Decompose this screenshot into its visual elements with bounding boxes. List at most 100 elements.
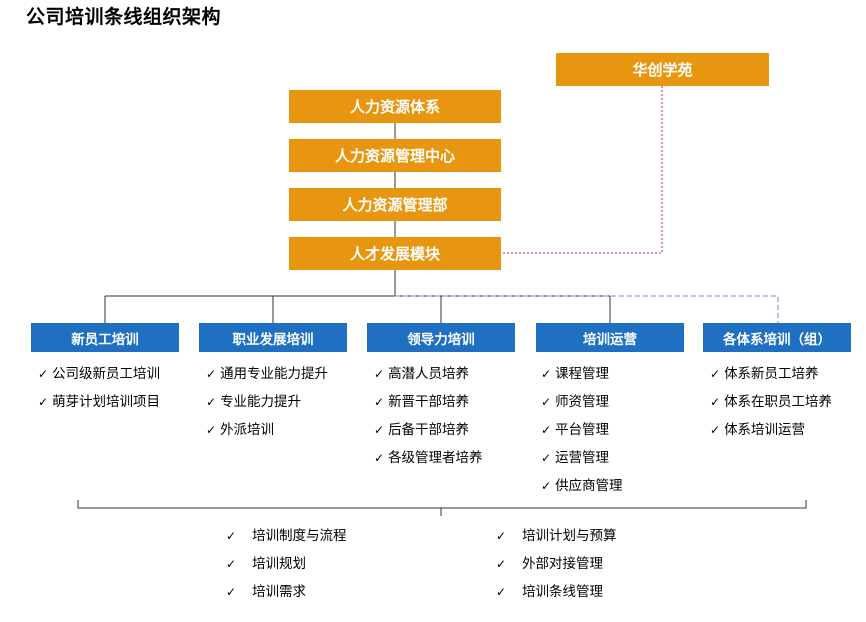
list-item: ✓师资管理	[541, 388, 623, 416]
item-text: 萌芽计划培训项目	[52, 394, 161, 410]
list-item: ✓供应商管理	[541, 472, 623, 500]
check-icon: ✓	[541, 479, 552, 493]
list-item: ✓体系在职员工培养	[710, 388, 832, 416]
check-icon: ✓	[374, 451, 385, 465]
item-text: 外部对接管理	[522, 556, 604, 572]
item-text: 各级管理者培养	[388, 450, 483, 466]
check-icon: ✓	[226, 585, 237, 599]
list-item: ✓外派培训	[206, 416, 328, 444]
list-item: ✓课程管理	[541, 360, 623, 388]
check-icon: ✓	[496, 585, 507, 599]
item-text: 公司级新员工培训	[52, 366, 161, 382]
item-text: 高潜人员培养	[388, 366, 470, 382]
check-icon: ✓	[226, 529, 237, 543]
module-item-list: ✓通用专业能力提升 ✓专业能力提升 ✓外派培训	[206, 360, 328, 444]
hierarchy-label: 人力资源体系	[349, 98, 440, 116]
side-box: 华创学苑	[556, 53, 769, 86]
module-label: 领导力培训	[407, 331, 475, 348]
item-text: 课程管理	[555, 366, 610, 382]
check-icon: ✓	[541, 395, 552, 409]
hierarchy-box: 人力资源体系	[289, 90, 501, 123]
list-item: ✓专业能力提升	[206, 388, 328, 416]
common-list-left: ✓ 培训制度与流程 ✓ 培训规划 ✓ 培训需求	[226, 522, 347, 606]
check-icon: ✓	[496, 557, 507, 571]
item-text: 通用专业能力提升	[220, 366, 329, 382]
check-icon: ✓	[374, 395, 385, 409]
module-item-list: ✓高潜人员培养 ✓新晋干部培养 ✓后备干部培养 ✓各级管理者培养	[374, 360, 483, 472]
module-box: 各体系培训（组）	[703, 323, 851, 352]
list-item: ✓ 培训条线管理	[496, 578, 617, 606]
dashed-link	[395, 295, 779, 323]
item-text: 专业能力提升	[220, 394, 302, 410]
list-item: ✓运营管理	[541, 444, 623, 472]
list-item: ✓公司级新员工培训	[38, 360, 160, 388]
check-icon: ✓	[206, 367, 217, 381]
check-icon: ✓	[710, 395, 721, 409]
item-text: 体系在职员工培养	[724, 394, 833, 410]
list-item: ✓ 培训需求	[226, 578, 347, 606]
item-text: 平台管理	[555, 422, 610, 438]
list-item: ✓通用专业能力提升	[206, 360, 328, 388]
item-text: 体系新员工培养	[724, 366, 819, 382]
dotted-link	[501, 86, 663, 254]
check-icon: ✓	[38, 367, 49, 381]
module-label: 培训运营	[583, 331, 637, 348]
hierarchy-label: 人才发展模块	[349, 245, 440, 263]
module-label: 各体系培训（组）	[723, 331, 831, 348]
list-item: ✓体系培训运营	[710, 416, 832, 444]
check-icon: ✓	[374, 367, 385, 381]
check-icon: ✓	[206, 395, 217, 409]
item-text: 师资管理	[555, 394, 610, 410]
list-item: ✓各级管理者培养	[374, 444, 483, 472]
check-icon: ✓	[206, 423, 217, 437]
list-item: ✓体系新员工培养	[710, 360, 832, 388]
common-list-right: ✓ 培训计划与预算 ✓ 外部对接管理 ✓ 培训条线管理	[496, 522, 617, 606]
check-icon: ✓	[38, 395, 49, 409]
check-icon: ✓	[541, 367, 552, 381]
hierarchy-box: 人力资源管理中心	[289, 139, 501, 172]
module-item-list: ✓课程管理 ✓师资管理 ✓平台管理 ✓运营管理 ✓供应商管理	[541, 360, 623, 500]
item-text: 培训需求	[252, 584, 307, 600]
hierarchy-label: 人力资源管理中心	[334, 147, 455, 165]
list-item: ✓新晋干部培养	[374, 388, 483, 416]
check-icon: ✓	[710, 423, 721, 437]
bracket	[77, 500, 807, 516]
item-text: 培训计划与预算	[522, 528, 617, 544]
list-item: ✓后备干部培养	[374, 416, 483, 444]
list-item: ✓ 培训制度与流程	[226, 522, 347, 550]
module-item-list: ✓公司级新员工培训 ✓萌芽计划培训项目	[38, 360, 160, 416]
module-box: 新员工培训	[31, 323, 179, 352]
list-item: ✓ 外部对接管理	[496, 550, 617, 578]
hierarchy-label: 人力资源管理部	[342, 196, 448, 214]
item-text: 外派培训	[220, 422, 275, 438]
list-item: ✓高潜人员培养	[374, 360, 483, 388]
side-box-label: 华创学苑	[632, 61, 693, 79]
item-text: 培训规划	[252, 556, 307, 572]
module-item-list: ✓体系新员工培养 ✓体系在职员工培养 ✓体系培训运营	[710, 360, 832, 444]
item-text: 培训制度与流程	[252, 528, 347, 544]
list-item: ✓萌芽计划培训项目	[38, 388, 160, 416]
module-label: 新员工培训	[71, 331, 139, 348]
item-text: 体系培训运营	[724, 422, 806, 438]
module-box: 培训运营	[536, 323, 684, 352]
page-title: 公司培训条线组织架构	[26, 6, 222, 28]
module-box: 领导力培训	[367, 323, 515, 352]
list-item: ✓平台管理	[541, 416, 623, 444]
item-text: 培训条线管理	[522, 584, 604, 600]
list-item: ✓ 培训计划与预算	[496, 522, 617, 550]
list-item: ✓ 培训规划	[226, 550, 347, 578]
item-text: 运营管理	[555, 450, 610, 466]
check-icon: ✓	[226, 557, 237, 571]
item-text: 供应商管理	[555, 478, 623, 494]
check-icon: ✓	[710, 367, 721, 381]
module-box: 职业发展培训	[199, 323, 347, 352]
item-text: 新晋干部培养	[388, 394, 470, 410]
hierarchy-box: 人力资源管理部	[289, 188, 501, 221]
check-icon: ✓	[541, 423, 552, 437]
check-icon: ✓	[541, 451, 552, 465]
hierarchy-box: 人才发展模块	[289, 237, 501, 270]
check-icon: ✓	[496, 529, 507, 543]
check-icon: ✓	[374, 423, 385, 437]
item-text: 后备干部培养	[388, 422, 470, 438]
module-label: 职业发展培训	[232, 331, 314, 348]
